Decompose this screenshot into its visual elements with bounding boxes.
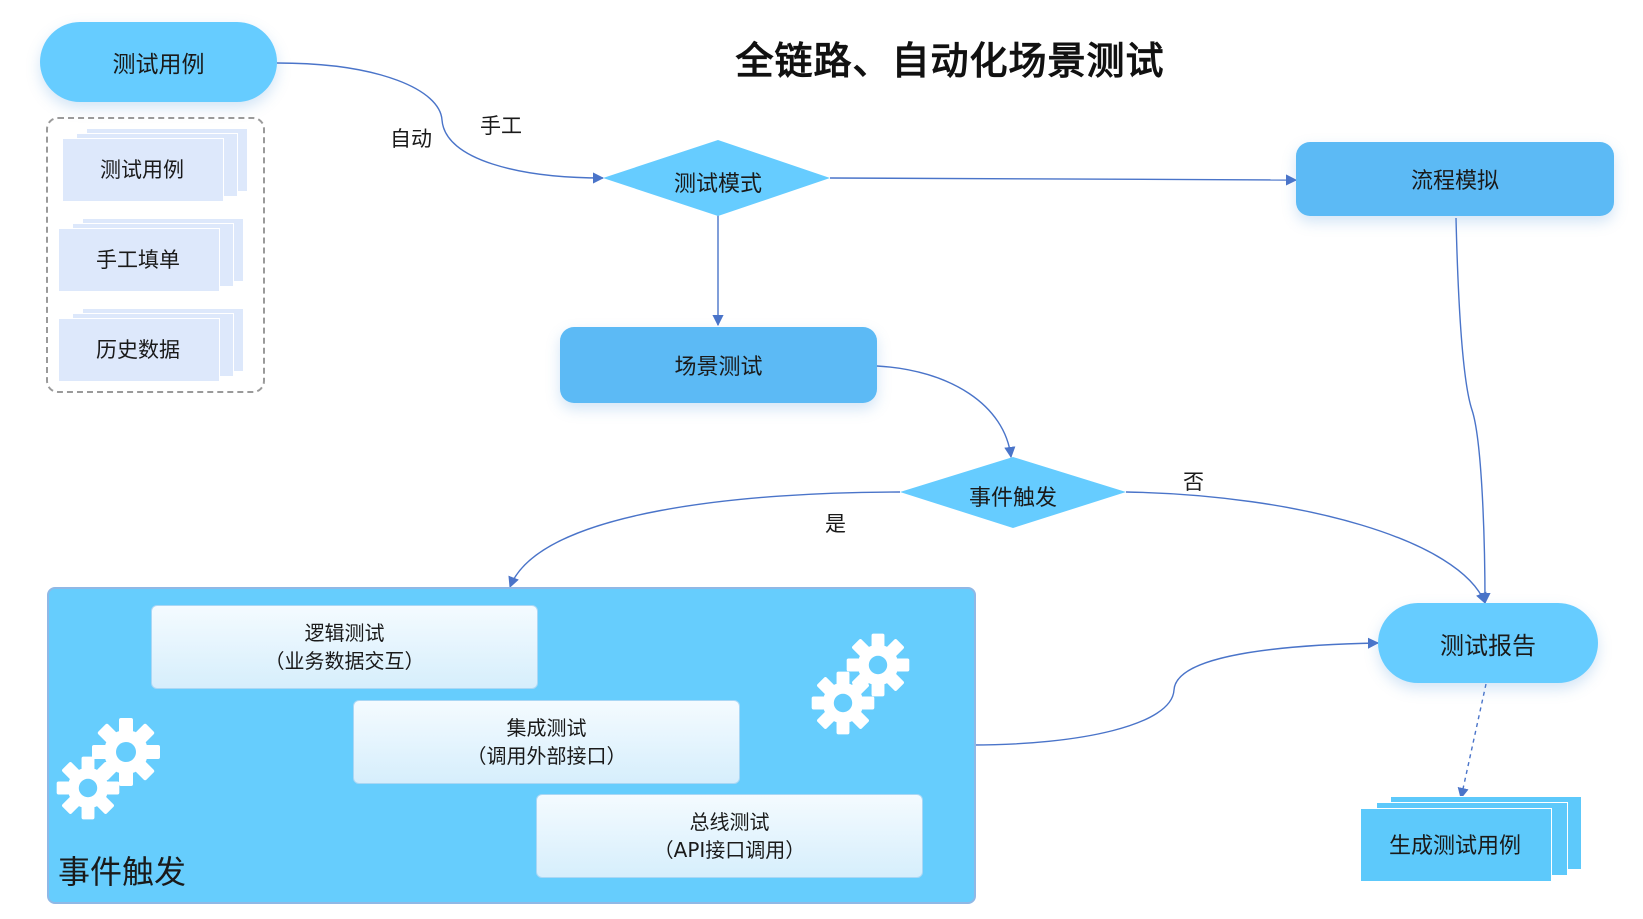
generate-cases-label: 生成测试用例: [1388, 834, 1521, 859]
event-panel-label: 事件触发: [58, 853, 187, 891]
edge-label-yes: 是: [825, 512, 846, 536]
gen-sheet-front: [1360, 808, 1552, 882]
doc-sheet-front: [62, 138, 224, 202]
input-group: [46, 117, 265, 393]
logic-test-title: 逻辑测试: [304, 621, 385, 645]
edge-label-manual: 手工: [480, 114, 522, 138]
edge-label-no: 否: [1183, 470, 1204, 494]
input-doc-manual-form[interactable]: 手工填单: [58, 218, 248, 296]
input-doc-history[interactable]: 历史数据: [58, 308, 248, 386]
scenario-test-node[interactable]: 场景测试: [560, 327, 877, 403]
doc-sheet-front: [58, 318, 220, 382]
gear-icon: [811, 671, 875, 735]
generate-cases-node[interactable]: 生成测试用例: [1360, 796, 1590, 886]
scenario-test-label: 场景测试: [674, 355, 763, 380]
integration-test-title: 集成测试: [506, 716, 587, 740]
edge-label-auto: 自动: [390, 127, 432, 151]
edge-sim-to-report: [1455, 217, 1491, 605]
logic-test-card[interactable]: 逻辑测试 （业务数据交互）: [151, 605, 538, 689]
bus-test-card[interactable]: 总线测试 （API接口调用）: [536, 794, 923, 878]
bus-test-title: 总线测试: [689, 810, 770, 834]
edge-mode-to-sim: [829, 174, 1298, 186]
edge-event-yes: [508, 491, 901, 589]
input-doc-label: 手工填单: [96, 248, 180, 272]
input-doc-test-case[interactable]: 测试用例: [62, 128, 252, 206]
process-sim-label: 流程模拟: [1410, 169, 1499, 194]
test-mode-diamond: [603, 140, 830, 216]
event-trigger-diamond: [900, 457, 1126, 528]
gear-icon: [846, 633, 910, 697]
test-case-start-label: 测试用例: [112, 52, 205, 78]
edge-case-to-mode: [276, 62, 605, 184]
test-report-label: 测试报告: [1440, 631, 1536, 660]
test-mode-label[interactable]: 测试模式: [673, 172, 762, 197]
input-doc-label: 测试用例: [100, 158, 184, 182]
test-report-node[interactable]: 测试报告: [1378, 603, 1598, 683]
gear-icon: [92, 718, 160, 786]
edge-report-to-generate: [1457, 683, 1487, 800]
test-case-start-node[interactable]: 测试用例: [40, 22, 277, 102]
logic-test-sub: （业务数据交互）: [264, 649, 425, 673]
edge-event-no: [1125, 491, 1487, 605]
bus-test-sub: （API接口调用）: [653, 838, 806, 862]
input-doc-label: 历史数据: [96, 338, 180, 362]
integration-test-card[interactable]: 集成测试 （调用外部接口）: [353, 700, 740, 784]
process-sim-node[interactable]: 流程模拟: [1296, 142, 1614, 216]
gear-icon: [56, 756, 120, 820]
page-title: 全链路、自动化场景测试: [735, 39, 1165, 83]
doc-sheet-front: [58, 228, 220, 292]
edge-scenario-to-event: [876, 365, 1016, 459]
event-trigger-decision-label[interactable]: 事件触发: [968, 486, 1057, 511]
edge-panel-to-report: [971, 637, 1380, 746]
integration-test-sub: （调用外部接口）: [466, 744, 627, 768]
